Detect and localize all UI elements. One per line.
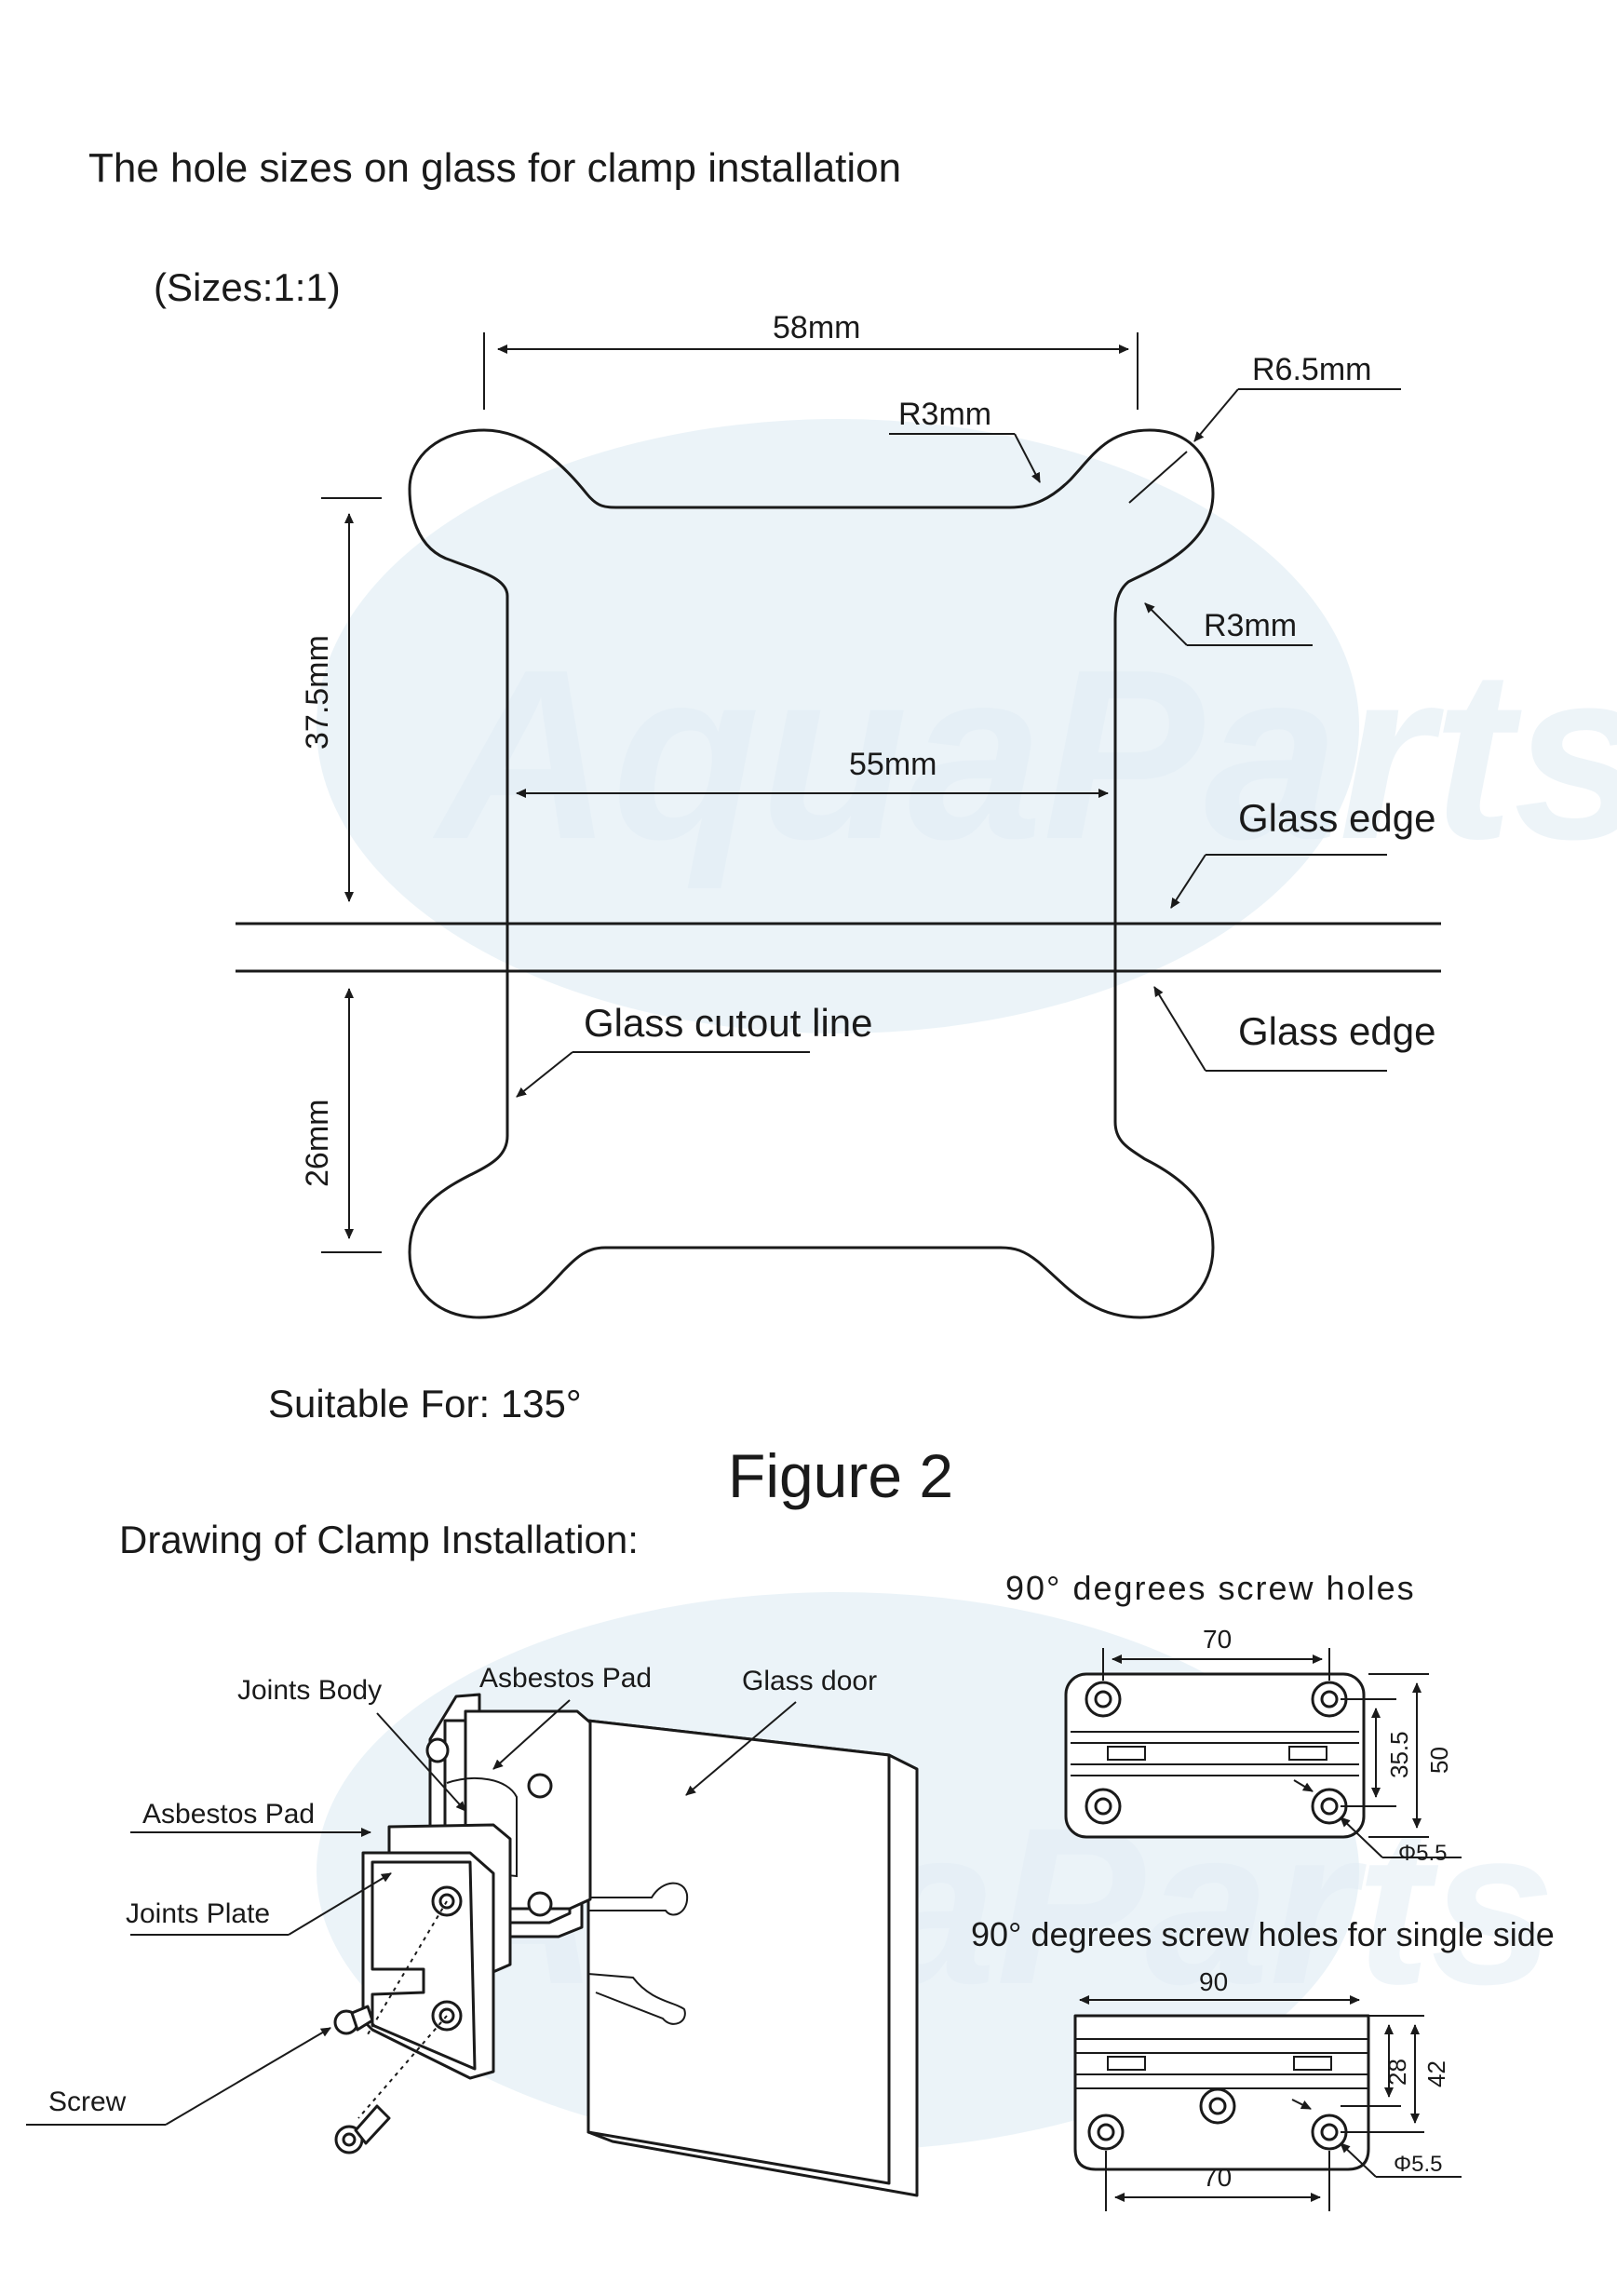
screw-holes-single-title: 90° degrees screw holes for single side xyxy=(971,1915,1555,1953)
screw-holes-double: 90° degrees screw holes 70 35.5 50 Φ5.5 xyxy=(1005,1569,1462,1866)
screw-holes-single: 90° degrees screw holes for single side … xyxy=(971,1915,1555,2211)
double-outer-height-label: 50 xyxy=(1425,1747,1453,1774)
dim-height-upper-label: 37.5mm xyxy=(300,635,335,750)
scale-note: (Sizes:1:1) xyxy=(154,265,341,309)
dim-radius-large: R6.5mm xyxy=(1128,352,1401,504)
callout-asbestos-pad-upper: Asbestos Pad xyxy=(479,1663,652,1694)
installation-drawing: Joints Body Asbestos Pad Glass door Asbe… xyxy=(26,1663,919,2197)
callout-joints-plate: Joints Plate xyxy=(126,1898,270,1929)
label-cutout-line: Glass cutout line xyxy=(516,1001,873,1098)
glass-edge-upper-text: Glass edge xyxy=(1238,796,1435,840)
single-overall-width-label: 90 xyxy=(1199,1967,1228,1996)
single-hole-diameter-label: Φ5.5 xyxy=(1394,2152,1443,2177)
single-inner-height-label: 28 xyxy=(1383,2059,1411,2086)
dim-height-lower: 26mm xyxy=(300,988,382,1253)
figure-title: Figure 2 xyxy=(728,1441,953,1510)
screw-holes-double-title: 90° degrees screw holes xyxy=(1005,1569,1416,1607)
joints-plate xyxy=(357,1851,495,2119)
dim-radius-small-side: R3mm xyxy=(1144,602,1313,646)
dim-height-upper: 37.5mm xyxy=(300,497,382,902)
suitable-for-label: Suitable For: 135° xyxy=(268,1382,582,1425)
callout-joints-body: Joints Body xyxy=(237,1675,382,1706)
dim-height-lower-label: 26mm xyxy=(300,1100,335,1187)
screw-lower xyxy=(334,2104,391,2154)
dim-radius-large-label: R6.5mm xyxy=(1252,352,1371,387)
dim-radius-small-side-label: R3mm xyxy=(1204,608,1297,643)
callout-screw: Screw xyxy=(48,2087,127,2117)
dim-width-inner: 55mm xyxy=(516,747,1109,798)
dim-width-inner-label: 55mm xyxy=(849,747,937,782)
single-hole-spacing-label: 70 xyxy=(1203,2163,1232,2192)
single-outer-height-label: 42 xyxy=(1422,2060,1450,2087)
dim-radius-small-top-label: R3mm xyxy=(898,397,991,432)
dim-width-outer-label: 58mm xyxy=(773,310,860,345)
cutout-outline xyxy=(408,428,1215,1319)
label-glass-edge-lower: Glass edge xyxy=(1153,986,1435,1072)
glass-door xyxy=(586,1719,919,2197)
double-hole-diameter-label: Φ5.5 xyxy=(1398,1841,1448,1866)
callout-asbestos-pad-lower: Asbestos Pad xyxy=(142,1799,315,1830)
callout-glass-door: Glass door xyxy=(742,1666,877,1696)
label-glass-edge-upper: Glass edge xyxy=(1170,796,1435,909)
screw-upper xyxy=(333,2005,374,2035)
watermark-text-upper: AquaParts xyxy=(430,620,1617,891)
cutout-line-text: Glass cutout line xyxy=(584,1001,873,1045)
installation-heading: Drawing of Clamp Installation: xyxy=(119,1518,639,1561)
dim-radius-small-top: R3mm xyxy=(889,397,1041,483)
dim-width-outer: 58mm xyxy=(483,310,1139,410)
glass-edge-lower-text: Glass edge xyxy=(1238,1009,1435,1053)
double-hole-spacing-label: 70 xyxy=(1203,1625,1232,1654)
double-inner-height-label: 35.5 xyxy=(1385,1731,1413,1778)
page-heading: The hole sizes on glass for clamp instal… xyxy=(88,145,901,191)
